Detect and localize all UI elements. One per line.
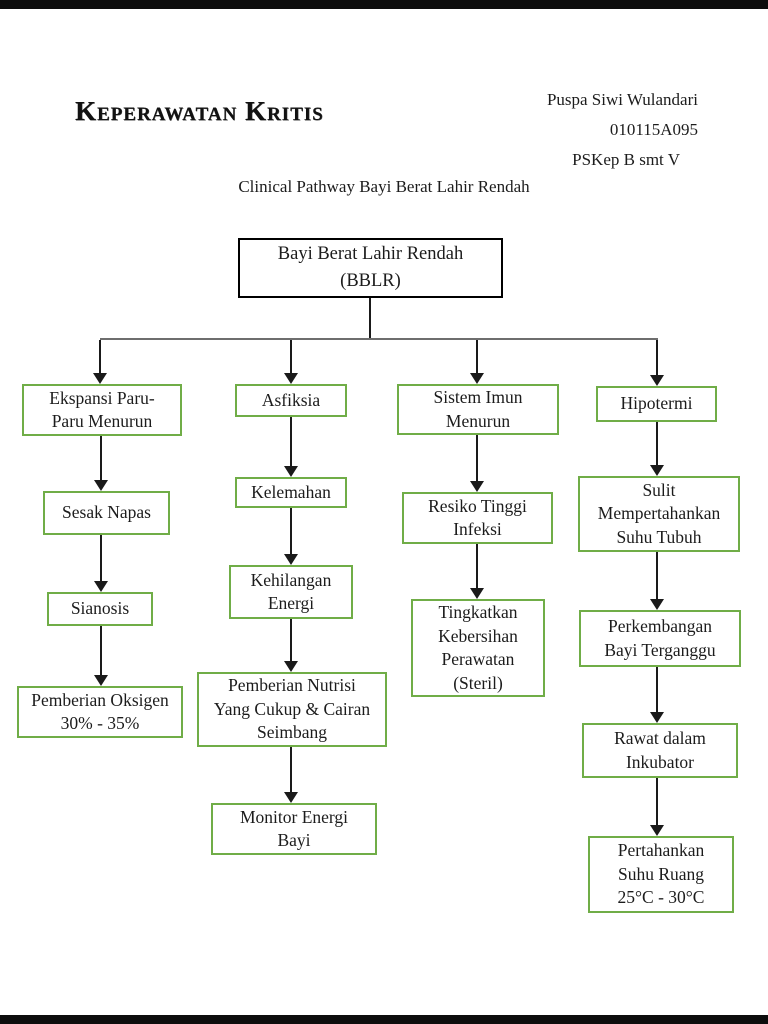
node-label-line: (BBLR) <box>340 271 401 291</box>
arrow-down-icon <box>650 422 664 476</box>
connector-root-stub <box>369 298 371 340</box>
arrow-down-icon <box>470 340 484 384</box>
node-label-line: Bayi <box>277 830 311 850</box>
arrow-down-icon <box>470 435 484 492</box>
node-label-line: Sianosis <box>70 598 130 619</box>
node-label-line: Perkembangan <box>608 616 712 636</box>
flow-node-sesak-napas: Sesak Napas <box>43 491 170 535</box>
node-label-line: Resiko Tinggi <box>428 495 527 516</box>
node-label-line: Menurun <box>445 410 511 431</box>
node-label-line: Hipotermi <box>620 393 693 414</box>
arrow-down-icon <box>284 508 298 565</box>
node-label-line: Paru Menurun <box>51 411 153 431</box>
node-label-line: Sistem Imun <box>433 387 523 407</box>
arrow-down-icon <box>284 340 298 384</box>
node-label-line: 30% - 35% <box>60 713 140 733</box>
node-label-line: Asfiksia <box>261 389 321 410</box>
node-label-line: (Steril) <box>453 672 503 693</box>
flow-node-root-bblr: Bayi Berat Lahir Rendah (BBLR) <box>238 238 503 298</box>
node-label-line: Ekspansi Paru- <box>49 387 155 408</box>
arrow-down-icon <box>94 626 108 686</box>
arrow-down-icon <box>94 535 108 592</box>
arrow-down-icon <box>650 778 664 836</box>
arrow-down-icon <box>284 619 298 672</box>
flow-node-hipotermi: Hipotermi <box>596 386 717 422</box>
flow-node-asfiksia: Asfiksia <box>235 384 347 417</box>
node-label-line: Suhu Tubuh <box>616 526 702 547</box>
node-label-line: Kehilangan <box>250 569 332 590</box>
node-label-line: Perawatan <box>441 649 515 669</box>
arrow-down-icon <box>650 667 664 723</box>
page-edge-bar-top <box>0 0 768 9</box>
node-label-line: 25°C - 30°C <box>617 887 705 908</box>
course-title: Keperawatan Kritis <box>75 96 324 126</box>
student-id: 010115A095 <box>609 120 698 139</box>
node-label-line: Pemberian Oksigen <box>31 689 169 710</box>
flow-node-kehilangan-energi: Kehilangan Energi <box>229 565 353 619</box>
author-name: Puspa Siwi Wulandari <box>546 90 698 109</box>
flow-node-pertahankan-suhu-ruang: Pertahankan Suhu Ruang 25°C - 30°C <box>588 836 734 913</box>
class-semester: PSKep B smt V <box>572 150 680 169</box>
node-label-line: Bayi Terganggu <box>604 639 716 660</box>
node-label-line: Yang Cukup & Cairan <box>213 698 371 719</box>
node-label-line: Infeksi <box>453 519 502 539</box>
flow-node-tingkatkan-kebersihan: Tingkatkan Kebersihan Perawatan (Steril) <box>411 599 545 697</box>
node-label-line: Kebersihan <box>438 625 518 646</box>
node-label-line: Inkubator <box>625 751 695 772</box>
node-label-line: Sesak Napas <box>62 502 151 523</box>
arrow-down-icon <box>650 552 664 610</box>
arrow-down-icon <box>94 436 108 491</box>
arrow-down-icon <box>284 747 298 803</box>
node-label-line: Rawat dalam <box>614 728 706 748</box>
flow-node-monitor-energi: Monitor Energi Bayi <box>211 803 377 855</box>
diagram-title: Clinical Pathway Bayi Berat Lahir Rendah <box>238 177 530 196</box>
flow-node-perkembangan-terganggu: Perkembangan Bayi Terganggu <box>579 610 741 667</box>
node-label-line: Sulit <box>642 479 676 500</box>
node-label-line: Kelemahan <box>251 481 331 502</box>
arrow-down-icon <box>470 544 484 599</box>
node-label-line: Tingkatkan <box>438 602 518 622</box>
connector-horizontal-line <box>100 338 658 340</box>
flow-node-rawat-inkubator: Rawat dalam Inkubator <box>582 723 738 778</box>
author-block: Puspa Siwi Wulandari 010115A095 PSKep B … <box>547 85 698 175</box>
flow-node-resiko-infeksi: Resiko Tinggi Infeksi <box>402 492 553 544</box>
page-edge-bar-bottom <box>0 1015 768 1024</box>
flow-node-pemberian-oksigen: Pemberian Oksigen 30% - 35% <box>17 686 183 738</box>
flow-node-pemberian-nutrisi: Pemberian Nutrisi Yang Cukup & Cairan Se… <box>197 672 387 747</box>
arrow-down-icon <box>650 340 664 386</box>
node-label-line: Bayi Berat Lahir Rendah <box>277 244 464 264</box>
flow-node-ekspansi-paru: Ekspansi Paru- Paru Menurun <box>22 384 182 436</box>
arrow-down-icon <box>93 340 107 384</box>
node-label-line: Pertahankan <box>617 840 705 861</box>
node-label-line: Mempertahankan <box>597 503 721 524</box>
flow-node-kelemahan: Kelemahan <box>235 477 347 508</box>
flow-node-sianosis: Sianosis <box>47 592 153 626</box>
node-label-line: Energi <box>267 593 315 613</box>
flow-node-sulit-mempertahankan-suhu: Sulit Mempertahankan Suhu Tubuh <box>578 476 740 552</box>
node-label-line: Seimbang <box>257 722 327 743</box>
node-label-line: Suhu Ruang <box>617 863 705 884</box>
flow-node-sistem-imun: Sistem Imun Menurun <box>397 384 559 435</box>
arrow-down-icon <box>284 417 298 477</box>
node-label-line: Monitor Energi <box>239 806 349 827</box>
node-label-line: Pemberian Nutrisi <box>228 675 356 696</box>
